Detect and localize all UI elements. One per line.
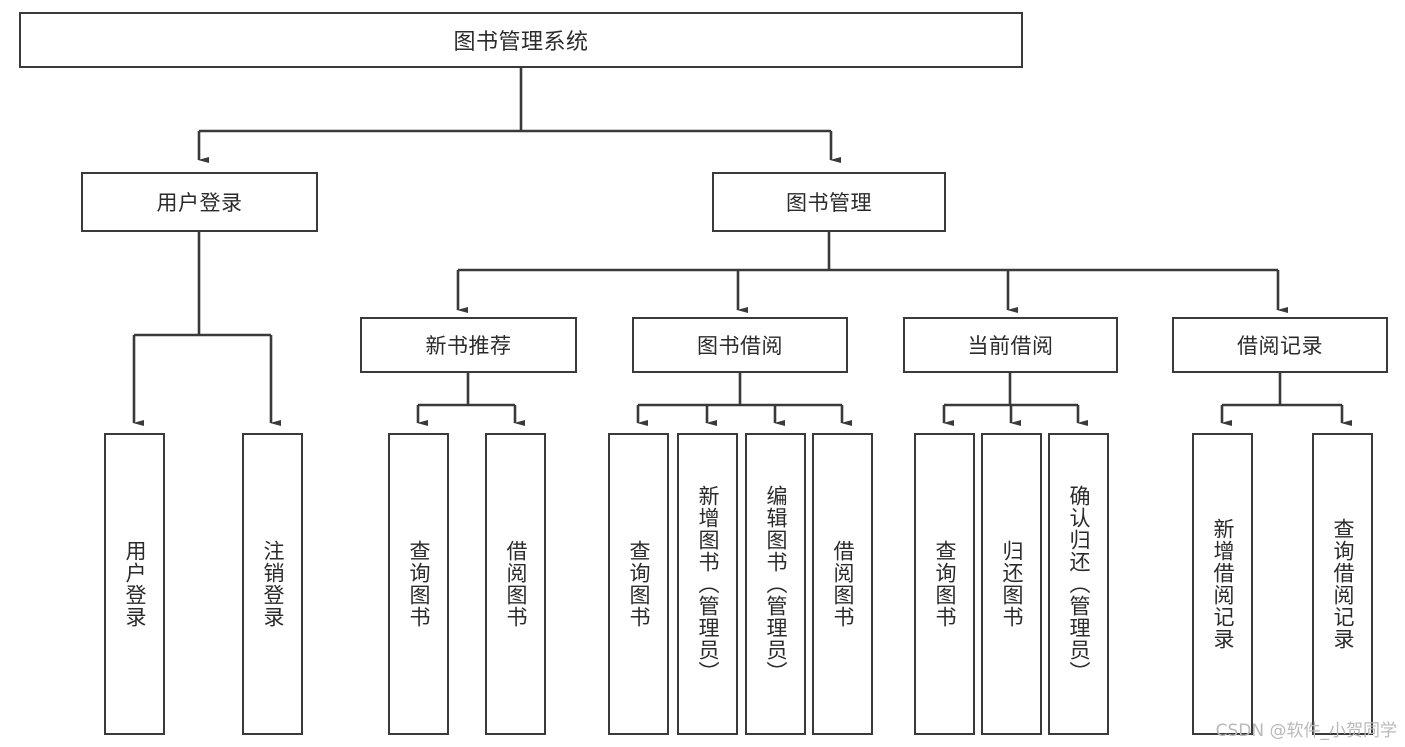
leaf-label: 新增图书（管理员） bbox=[695, 485, 720, 683]
leaf-query-book-current[interactable]: 查询图书 bbox=[914, 433, 975, 735]
leaf-label: 查询借阅记录 bbox=[1330, 518, 1355, 650]
leaf-user-login[interactable]: 用户登录 bbox=[104, 433, 165, 735]
leaf-label: 归还图书 bbox=[999, 540, 1024, 628]
node-new-book-recommend[interactable]: 新书推荐 bbox=[360, 317, 577, 373]
leaf-label: 查询图书 bbox=[406, 540, 431, 628]
leaf-borrow-book[interactable]: 借阅图书 bbox=[812, 433, 873, 735]
leaf-logout-login[interactable]: 注销登录 bbox=[242, 433, 303, 735]
leaf-add-borrow-record[interactable]: 新增借阅记录 bbox=[1192, 433, 1253, 735]
leaf-label: 查询图书 bbox=[932, 540, 957, 628]
node-borrow-record[interactable]: 借阅记录 bbox=[1172, 317, 1388, 373]
leaf-edit-book-admin[interactable]: 编辑图书（管理员） bbox=[745, 433, 806, 735]
leaf-query-borrow-record[interactable]: 查询借阅记录 bbox=[1312, 433, 1373, 735]
leaf-label: 查询图书 bbox=[626, 540, 651, 628]
leaf-borrow-book-new[interactable]: 借阅图书 bbox=[485, 433, 546, 735]
leaf-label: 确认归还（管理员） bbox=[1066, 485, 1091, 683]
node-current-borrow[interactable]: 当前借阅 bbox=[903, 317, 1118, 373]
node-book-management[interactable]: 图书管理 bbox=[712, 172, 946, 232]
leaf-label: 借阅图书 bbox=[830, 540, 855, 628]
leaf-label: 用户登录 bbox=[122, 540, 147, 628]
leaf-add-book-admin[interactable]: 新增图书（管理员） bbox=[677, 433, 738, 735]
watermark: CSDN @软件_小贺同学 bbox=[1215, 721, 1397, 741]
leaf-label: 借阅图书 bbox=[503, 540, 528, 628]
leaf-label: 新增借阅记录 bbox=[1210, 518, 1235, 650]
node-root-system[interactable]: 图书管理系统 bbox=[19, 12, 1023, 68]
leaf-query-book[interactable]: 查询图书 bbox=[608, 433, 669, 735]
node-user-login[interactable]: 用户登录 bbox=[81, 172, 318, 232]
node-book-borrow[interactable]: 图书借阅 bbox=[632, 317, 848, 373]
leaf-label: 编辑图书（管理员） bbox=[763, 485, 788, 683]
leaf-return-book[interactable]: 归还图书 bbox=[981, 433, 1042, 735]
leaf-query-book-new[interactable]: 查询图书 bbox=[388, 433, 449, 735]
leaf-label: 注销登录 bbox=[260, 540, 285, 628]
leaf-confirm-return-admin[interactable]: 确认归还（管理员） bbox=[1048, 433, 1109, 735]
